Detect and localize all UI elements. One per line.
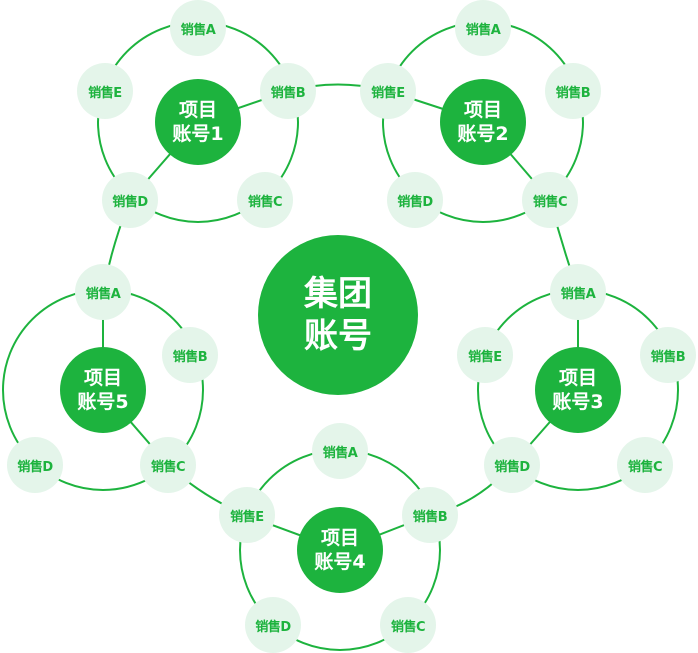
sales-label: 销售C	[150, 459, 186, 475]
sales-label: 销售A	[85, 286, 121, 302]
hub-label-line1: 项目	[320, 527, 359, 549]
hub-label-line2: 账号1	[172, 123, 224, 145]
hub-label-line2: 账号5	[77, 391, 129, 413]
hub-label-line1: 项目	[463, 99, 502, 121]
cluster-1-sales-c[interactable]: 销售C	[237, 172, 293, 228]
cluster-1-sales-e[interactable]: 销售E	[77, 63, 133, 119]
group-account-line1: 集团	[304, 274, 372, 314]
sales-label: 销售B	[555, 85, 591, 101]
cluster-4-sales-b[interactable]: 销售B	[402, 487, 458, 543]
cluster-1-sales-a[interactable]: 销售A	[170, 0, 226, 56]
project-account-1-node[interactable]: 项目账号1	[155, 79, 241, 165]
sales-label: 销售C	[627, 459, 663, 475]
sales-label: 销售D	[112, 194, 148, 210]
cluster-1-sales-d[interactable]: 销售D	[102, 172, 158, 228]
sales-label: 销售E	[371, 85, 405, 101]
cluster-5-sales-b[interactable]: 销售B	[162, 327, 218, 383]
sales-label: 销售E	[230, 509, 264, 525]
sales-label: 销售A	[322, 445, 358, 461]
group-account-node[interactable]: 集团 账号	[258, 235, 418, 395]
project-account-2-node[interactable]: 项目账号2	[440, 79, 526, 165]
cluster-2-sales-a[interactable]: 销售A	[455, 0, 511, 56]
sales-label: 销售B	[650, 349, 686, 365]
sales-label: 销售E	[88, 85, 122, 101]
cluster-3-sales-b[interactable]: 销售B	[640, 327, 696, 383]
project-account-3-node[interactable]: 项目账号3	[535, 347, 621, 433]
project-account-5-node[interactable]: 项目账号5	[60, 347, 146, 433]
cluster-1-sales-b[interactable]: 销售B	[260, 63, 316, 119]
group-account-line2: 账号	[304, 316, 372, 356]
cluster-4-sales-d[interactable]: 销售D	[245, 597, 301, 653]
cluster-4-sales-a[interactable]: 销售A	[312, 423, 368, 479]
sales-label: 销售D	[255, 619, 291, 635]
hub-label-line2: 账号2	[457, 123, 509, 145]
cluster-3-sales-a[interactable]: 销售A	[550, 264, 606, 320]
cluster-2-sales-e[interactable]: 销售E	[360, 63, 416, 119]
sales-label: 销售A	[560, 286, 596, 302]
sales-label: 销售B	[172, 349, 208, 365]
cluster-2-sales-c[interactable]: 销售C	[522, 172, 578, 228]
sales-label: 销售B	[270, 85, 306, 101]
sales-label: 销售A	[180, 22, 216, 38]
cluster-2-sales-d[interactable]: 销售D	[387, 172, 443, 228]
sales-label: 销售C	[247, 194, 283, 210]
cluster-3-sales-c[interactable]: 销售C	[617, 437, 673, 493]
hub-label-line1: 项目	[178, 99, 217, 121]
cluster-4-sales-c[interactable]: 销售C	[380, 597, 436, 653]
cluster-5-sales-a[interactable]: 销售A	[75, 264, 131, 320]
cluster-2-sales-b[interactable]: 销售B	[545, 63, 601, 119]
project-account-4-node[interactable]: 项目账号4	[297, 507, 383, 593]
sales-label: 销售D	[494, 459, 530, 475]
cluster-4-sales-e[interactable]: 销售E	[219, 487, 275, 543]
hub-label-line2: 账号3	[552, 391, 604, 413]
sales-label: 销售C	[532, 194, 568, 210]
cluster-5-sales-d[interactable]: 销售D	[7, 437, 63, 493]
cluster-3-sales-d[interactable]: 销售D	[484, 437, 540, 493]
hub-label-line1: 项目	[83, 367, 122, 389]
sales-label: 销售D	[17, 459, 53, 475]
sales-label: 销售A	[465, 22, 501, 38]
sales-label: 销售D	[397, 194, 433, 210]
hub-label-line2: 账号4	[314, 551, 366, 573]
cluster-3-sales-e[interactable]: 销售E	[457, 327, 513, 383]
sales-label: 销售B	[412, 509, 448, 525]
hub-label-line1: 项目	[558, 367, 597, 389]
cluster-5-sales-c[interactable]: 销售C	[140, 437, 196, 493]
sales-label: 销售E	[468, 349, 502, 365]
sales-label: 销售C	[390, 619, 426, 635]
